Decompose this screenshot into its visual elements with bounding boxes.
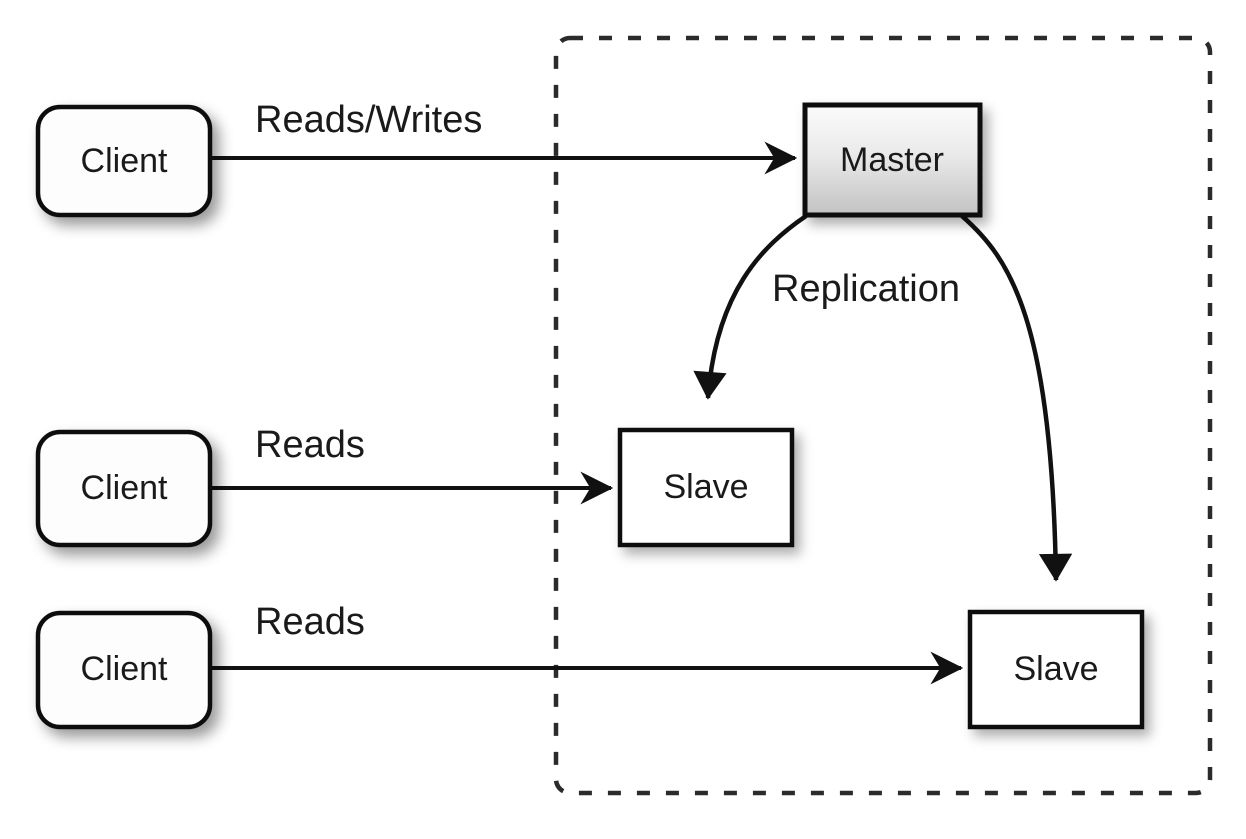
slave-2-box[interactable] (967, 609, 1145, 730)
client-1-box[interactable] (35, 104, 213, 218)
edge-label-reads-2: Reads (255, 601, 365, 643)
edge-label-reads-writes: Reads/Writes (255, 99, 482, 141)
master-label: Master (840, 141, 944, 179)
edge-label-replication: Replication (772, 268, 960, 310)
slave-1-label: Slave (663, 468, 748, 506)
client-1-label: Client (81, 142, 168, 180)
client-3-label: Client (81, 650, 168, 688)
node-slave-1[interactable]: Slave (617, 427, 795, 548)
edge-curve (960, 214, 1073, 582)
slave-1-box[interactable] (617, 427, 795, 548)
node-client-3[interactable]: Client (35, 610, 213, 730)
node-master[interactable]: Master (802, 102, 983, 218)
edge-master-slave1 (693, 214, 808, 400)
node-client-1[interactable]: Client (35, 104, 213, 218)
edge-label-reads-1: Reads (255, 424, 365, 466)
edge-curve (693, 214, 808, 400)
client-3-box[interactable] (35, 610, 213, 730)
cluster-boundary-rect (553, 35, 1213, 796)
edge-master-slave2 (960, 214, 1073, 582)
node-slave-2[interactable]: Slave (967, 609, 1145, 730)
node-client-2[interactable]: Client (35, 429, 213, 548)
cluster-boundary (553, 35, 1213, 796)
slave-2-label: Slave (1013, 650, 1098, 688)
client-2-label: Client (81, 469, 168, 507)
client-2-box[interactable] (35, 429, 213, 548)
master-box[interactable] (802, 102, 983, 218)
